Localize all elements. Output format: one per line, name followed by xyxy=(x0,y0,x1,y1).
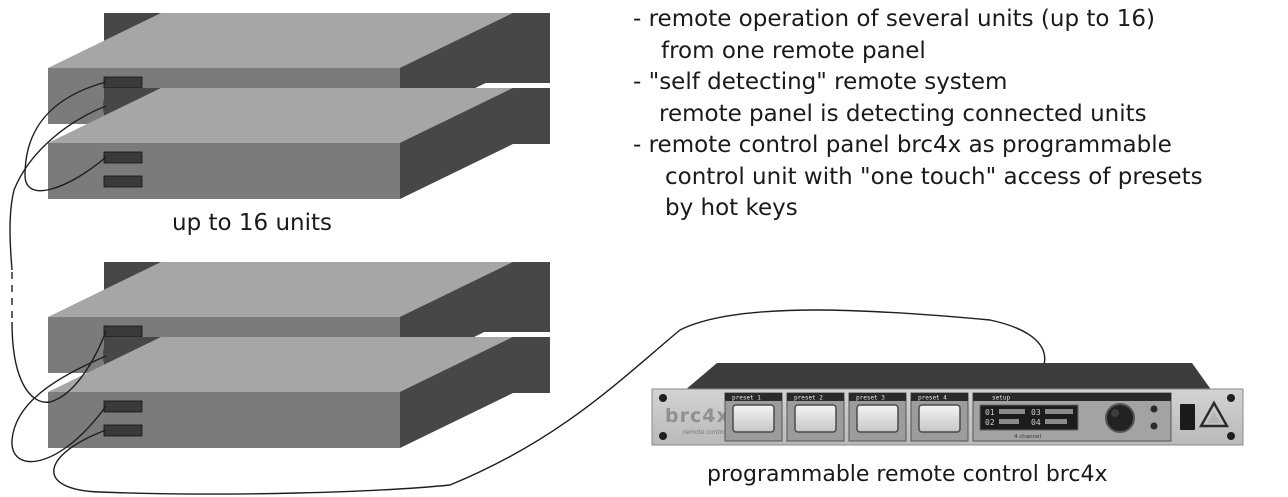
setup-section: setup 01 02 03 04 4 channel xyxy=(972,392,1172,442)
remote-socket xyxy=(103,400,143,413)
remote-socket xyxy=(103,175,143,188)
preset-key-button xyxy=(794,404,837,433)
brand-triangle-icon xyxy=(1198,400,1230,428)
display-channel: 04 xyxy=(1031,418,1041,427)
power-switch xyxy=(1180,404,1195,430)
display-subtitle: 4 channel xyxy=(1014,434,1041,440)
unit-top-face xyxy=(48,262,513,317)
panel-top-cover xyxy=(684,363,1212,391)
preset-key-label: preset 1 xyxy=(732,395,761,402)
unit-top-face xyxy=(48,13,513,68)
lcd-display xyxy=(979,404,1079,431)
cable-loop xyxy=(24,81,107,192)
brc4x-remote-panel: brc4x remote controller preset 1 preset … xyxy=(651,363,1244,446)
feature-line: control unit with "one touch" access of … xyxy=(665,163,1203,190)
feature-line: from one remote panel xyxy=(661,37,926,64)
feature-list: - remote operation of several units (up … xyxy=(633,4,1203,225)
indicator-button xyxy=(1150,422,1158,430)
display-level-bar xyxy=(1045,409,1073,414)
cable-link xyxy=(11,321,107,403)
preset-key-label-strip xyxy=(911,393,968,401)
display-level-bar xyxy=(999,409,1025,414)
remote-socket xyxy=(103,325,143,338)
feature-line: by hot keys xyxy=(665,195,798,221)
rack-unit xyxy=(48,337,550,448)
feature-line: - "self detecting" remote system xyxy=(633,69,1008,95)
panel-caption: programmable remote control brc4x xyxy=(707,462,1108,487)
unit-front-face xyxy=(48,143,400,199)
unit-front-face xyxy=(48,392,400,448)
preset-key: preset 2 xyxy=(786,392,845,442)
units-caption: up to 16 units xyxy=(172,210,333,236)
rack-screw xyxy=(1227,394,1235,402)
display-channel: 03 xyxy=(1031,408,1041,417)
feature-item: - remote control panel brc4x as programm… xyxy=(633,130,1203,225)
preset-key: preset 1 xyxy=(724,392,783,442)
setup-label: setup xyxy=(992,395,1010,402)
unit-side-face xyxy=(400,337,513,448)
remote-socket xyxy=(103,76,143,89)
preset-key: preset 4 xyxy=(910,392,969,442)
preset-key-label-strip xyxy=(787,393,844,401)
unit-side-face xyxy=(400,88,513,199)
rack-screw xyxy=(659,394,667,402)
remote-cables xyxy=(9,81,1046,495)
preset-key: preset 3 xyxy=(848,392,907,442)
feature-line: - remote control panel brc4x as programm… xyxy=(633,132,1172,158)
feature-item: - "self detecting" remote system remote … xyxy=(633,67,1203,130)
rack-unit xyxy=(48,88,550,199)
preset-key-button xyxy=(918,404,961,433)
cable-link xyxy=(9,105,107,271)
preset-key-label-strip xyxy=(849,393,906,401)
feature-item: - remote operation of several units (up … xyxy=(633,4,1203,67)
cable-to-remote-panel xyxy=(53,309,1046,495)
rack-screw xyxy=(1227,432,1235,440)
preset-key-label: preset 3 xyxy=(856,395,885,402)
knob-highlight xyxy=(1111,409,1119,417)
preset-key-button xyxy=(856,404,899,433)
feature-line: remote panel is detecting connected unit… xyxy=(659,100,1147,127)
cable-loop xyxy=(11,355,107,463)
remote-socket xyxy=(103,151,143,164)
display-level-bar xyxy=(1045,419,1067,424)
preset-key-button xyxy=(732,404,775,433)
unit-top-face xyxy=(48,337,513,392)
indicator-button xyxy=(1150,405,1158,413)
unit-stack-top xyxy=(48,13,550,199)
feature-line: - remote operation of several units (up … xyxy=(633,6,1155,32)
preset-key-label-strip xyxy=(725,393,782,401)
encoder-knob xyxy=(1105,403,1135,433)
remote-socket xyxy=(103,424,143,437)
unit-top-face xyxy=(48,88,513,143)
preset-key-label: preset 4 xyxy=(918,395,947,402)
preset-key-label: preset 2 xyxy=(794,395,823,402)
display-channel: 02 xyxy=(985,418,995,427)
display-channel: 01 xyxy=(985,408,995,417)
display-level-bar xyxy=(999,419,1019,424)
brc4x-logo-subtitle: remote controller xyxy=(683,429,736,436)
rack-screw xyxy=(659,432,667,440)
unit-stack-bottom xyxy=(48,262,550,448)
setup-label-strip xyxy=(973,393,1171,401)
brc4x-logo: brc4x remote controller xyxy=(665,405,736,436)
brc4x-logo-text: brc4x xyxy=(665,405,730,427)
